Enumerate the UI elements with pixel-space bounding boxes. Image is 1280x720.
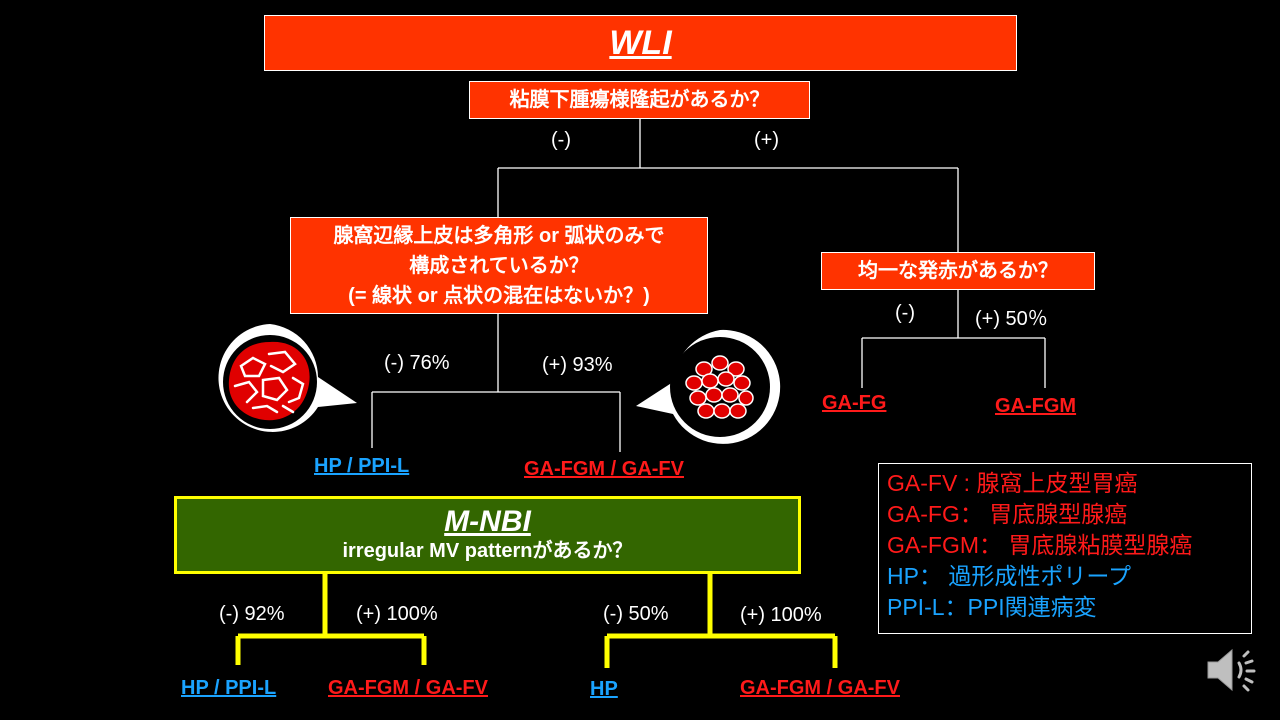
- bottom-leaf-hp-ppil: HP / PPI-L: [181, 677, 277, 699]
- polygonal-pit-illustration: [218, 324, 357, 432]
- mnbi-question: irregular MV patternがあるか？: [342, 540, 633, 562]
- leaf-gafg: GA-FG: [822, 392, 887, 414]
- legend-item-gafv: GA-FV : 腺窩上皮型胃癌: [887, 470, 1138, 496]
- abbreviation-legend: GA-FV : 腺窩上皮型胃癌 GA-FG： 胃底腺型腺癌 GA-FGM： 胃底…: [878, 463, 1252, 634]
- q3-positive-label: (+) 50％: [975, 308, 1048, 330]
- legend-item-gafgm: GA-FGM： 胃底腺粘膜型腺癌: [887, 532, 1193, 558]
- q2-negative-label: (-) 76%: [384, 352, 450, 374]
- legend-item-hp: HP： 過形成性ポリープ: [887, 563, 1131, 589]
- legend-item-gafg: GA-FG： 胃底腺型腺癌: [887, 501, 1128, 527]
- question-crypt-line1: 腺窩辺縁上皮は多角形 or 弧状のみで: [333, 225, 665, 247]
- mnbi-left-negative-label: (-) 92%: [219, 603, 285, 625]
- leaf-gafgm-gafv: GA-FGM / GA-FV: [524, 458, 684, 480]
- legend-item-ppil: PPI-L：PPI関連病変: [887, 594, 1097, 620]
- bottom-leaf-hp: HP: [590, 678, 618, 700]
- round-pit-illustration: [636, 329, 781, 444]
- leaf-hp-ppil: HP / PPI-L: [314, 455, 410, 477]
- leaf-gafgm: GA-FGM: [995, 395, 1077, 417]
- question-uniform-redness: 均一な発赤があるか？: [821, 252, 1095, 290]
- speaker-icon[interactable]: [1205, 646, 1257, 694]
- q1-positive-label: (+): [754, 129, 779, 151]
- wli-header: WLI: [264, 15, 1017, 71]
- question-crypt-line2: 構成されているか？: [409, 255, 589, 277]
- mnbi-right-negative-label: (-) 50%: [603, 603, 669, 625]
- question-uniform-redness-text: 均一な発赤があるか？: [858, 260, 1058, 282]
- question-crypt-line3: (= 線状 or 点状の混在はないか？): [348, 285, 650, 307]
- mnbi-box: M-NBI irregular MV patternがあるか？: [174, 496, 801, 574]
- mnbi-left-positive-label: (+) 100%: [356, 603, 438, 625]
- q1-negative-label: (-): [551, 129, 571, 151]
- question-submucosal: 粘膜下腫瘍様隆起があるか？: [469, 81, 810, 119]
- mnbi-title: M-NBI: [444, 505, 531, 538]
- mnbi-right-positive-label: (+) 100%: [740, 604, 822, 626]
- wli-title: WLI: [609, 24, 672, 62]
- bottom-leaf-gafgm-gafv-1: GA-FGM / GA-FV: [328, 677, 488, 699]
- bottom-leaf-gafgm-gafv-2: GA-FGM / GA-FV: [740, 677, 900, 699]
- q3-negative-label: (-): [895, 302, 915, 324]
- q2-positive-label: (+) 93%: [542, 354, 613, 376]
- question-crypt-epithelium: 腺窩辺縁上皮は多角形 or 弧状のみで 構成されているか？ (= 線状 or 点…: [290, 217, 708, 314]
- question-submucosal-text: 粘膜下腫瘍様隆起があるか？: [509, 89, 770, 111]
